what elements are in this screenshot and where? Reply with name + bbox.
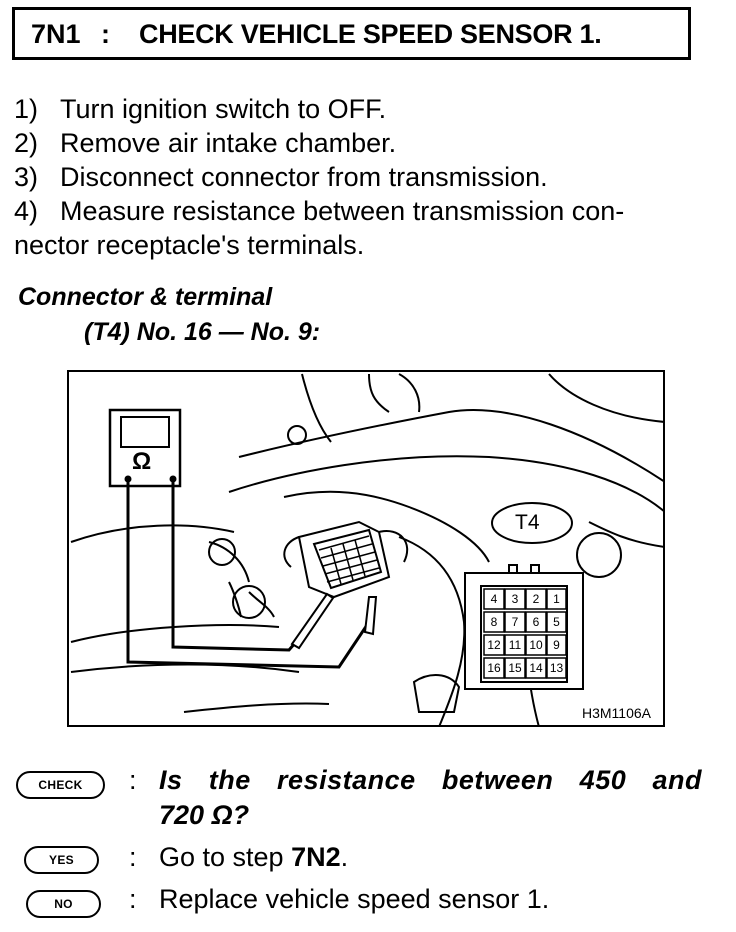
t4-connector-diagram [464, 564, 584, 690]
terminal-4: 4 [490, 592, 498, 606]
terminal-12: 12 [487, 638, 501, 652]
terminal-8: 8 [490, 615, 498, 629]
yes-badge: YES [24, 846, 99, 874]
check-colon: : [129, 765, 137, 795]
terminal-15: 15 [508, 661, 522, 675]
yes-text: Go to step 7N2. [159, 842, 349, 872]
yes-colon: : [129, 842, 137, 872]
step-item: 4)Measure resistance between transmissio… [14, 196, 625, 226]
no-text: Replace vehicle speed sensor 1. [159, 884, 550, 914]
figure-drawing [70, 373, 663, 725]
wiring-figure: Ω T4 4 3 2 1 8 7 6 5 12 11 10 9 16 15 14… [67, 370, 665, 727]
yes-step-ref: 7N2 [291, 842, 341, 872]
terminal-3: 3 [511, 592, 519, 606]
ohm-symbol: Ω [132, 448, 152, 475]
terminal-7: 7 [511, 615, 519, 629]
connector-spec: (T4) No. 16 — No. 9: [84, 318, 321, 346]
title-box: 7N1 : CHECK VEHICLE SPEED SENSOR 1. [12, 7, 691, 60]
terminal-2: 2 [532, 592, 540, 606]
page-title: CHECK VEHICLE SPEED SENSOR 1. [139, 19, 602, 49]
step-item-continued: nector receptacle's terminals. [14, 230, 365, 260]
check-question: Is the resistance between 450 and [159, 765, 702, 795]
ohm-meter [108, 408, 182, 488]
terminal-6: 6 [532, 615, 540, 629]
no-badge: NO [26, 890, 101, 918]
terminal-1: 1 [553, 592, 560, 606]
no-colon: : [129, 884, 137, 914]
terminal-11: 11 [508, 638, 522, 652]
step-item: 2)Remove air intake chamber. [14, 128, 397, 158]
step-code: 7N1 [31, 19, 81, 49]
terminal-14: 14 [529, 661, 543, 675]
step-item: 1)Turn ignition switch to OFF. [14, 94, 387, 124]
connector-label: T4 [515, 511, 540, 534]
step-item: 3)Disconnect connector from transmission… [14, 162, 548, 192]
check-badge: CHECK [16, 771, 105, 799]
figure-id: H3M1106A [581, 705, 651, 721]
check-question-continued: 720 Ω? [159, 800, 250, 830]
terminal-10: 10 [529, 638, 543, 652]
title-separator: : [101, 19, 110, 49]
terminal-5: 5 [553, 615, 560, 629]
terminal-13: 13 [549, 661, 564, 675]
terminal-16: 16 [487, 661, 501, 675]
terminal-9: 9 [553, 638, 560, 652]
procedure-steps: 1)Turn ignition switch to OFF. 2)Remove … [14, 92, 714, 262]
connector-heading: Connector & terminal [18, 283, 273, 311]
